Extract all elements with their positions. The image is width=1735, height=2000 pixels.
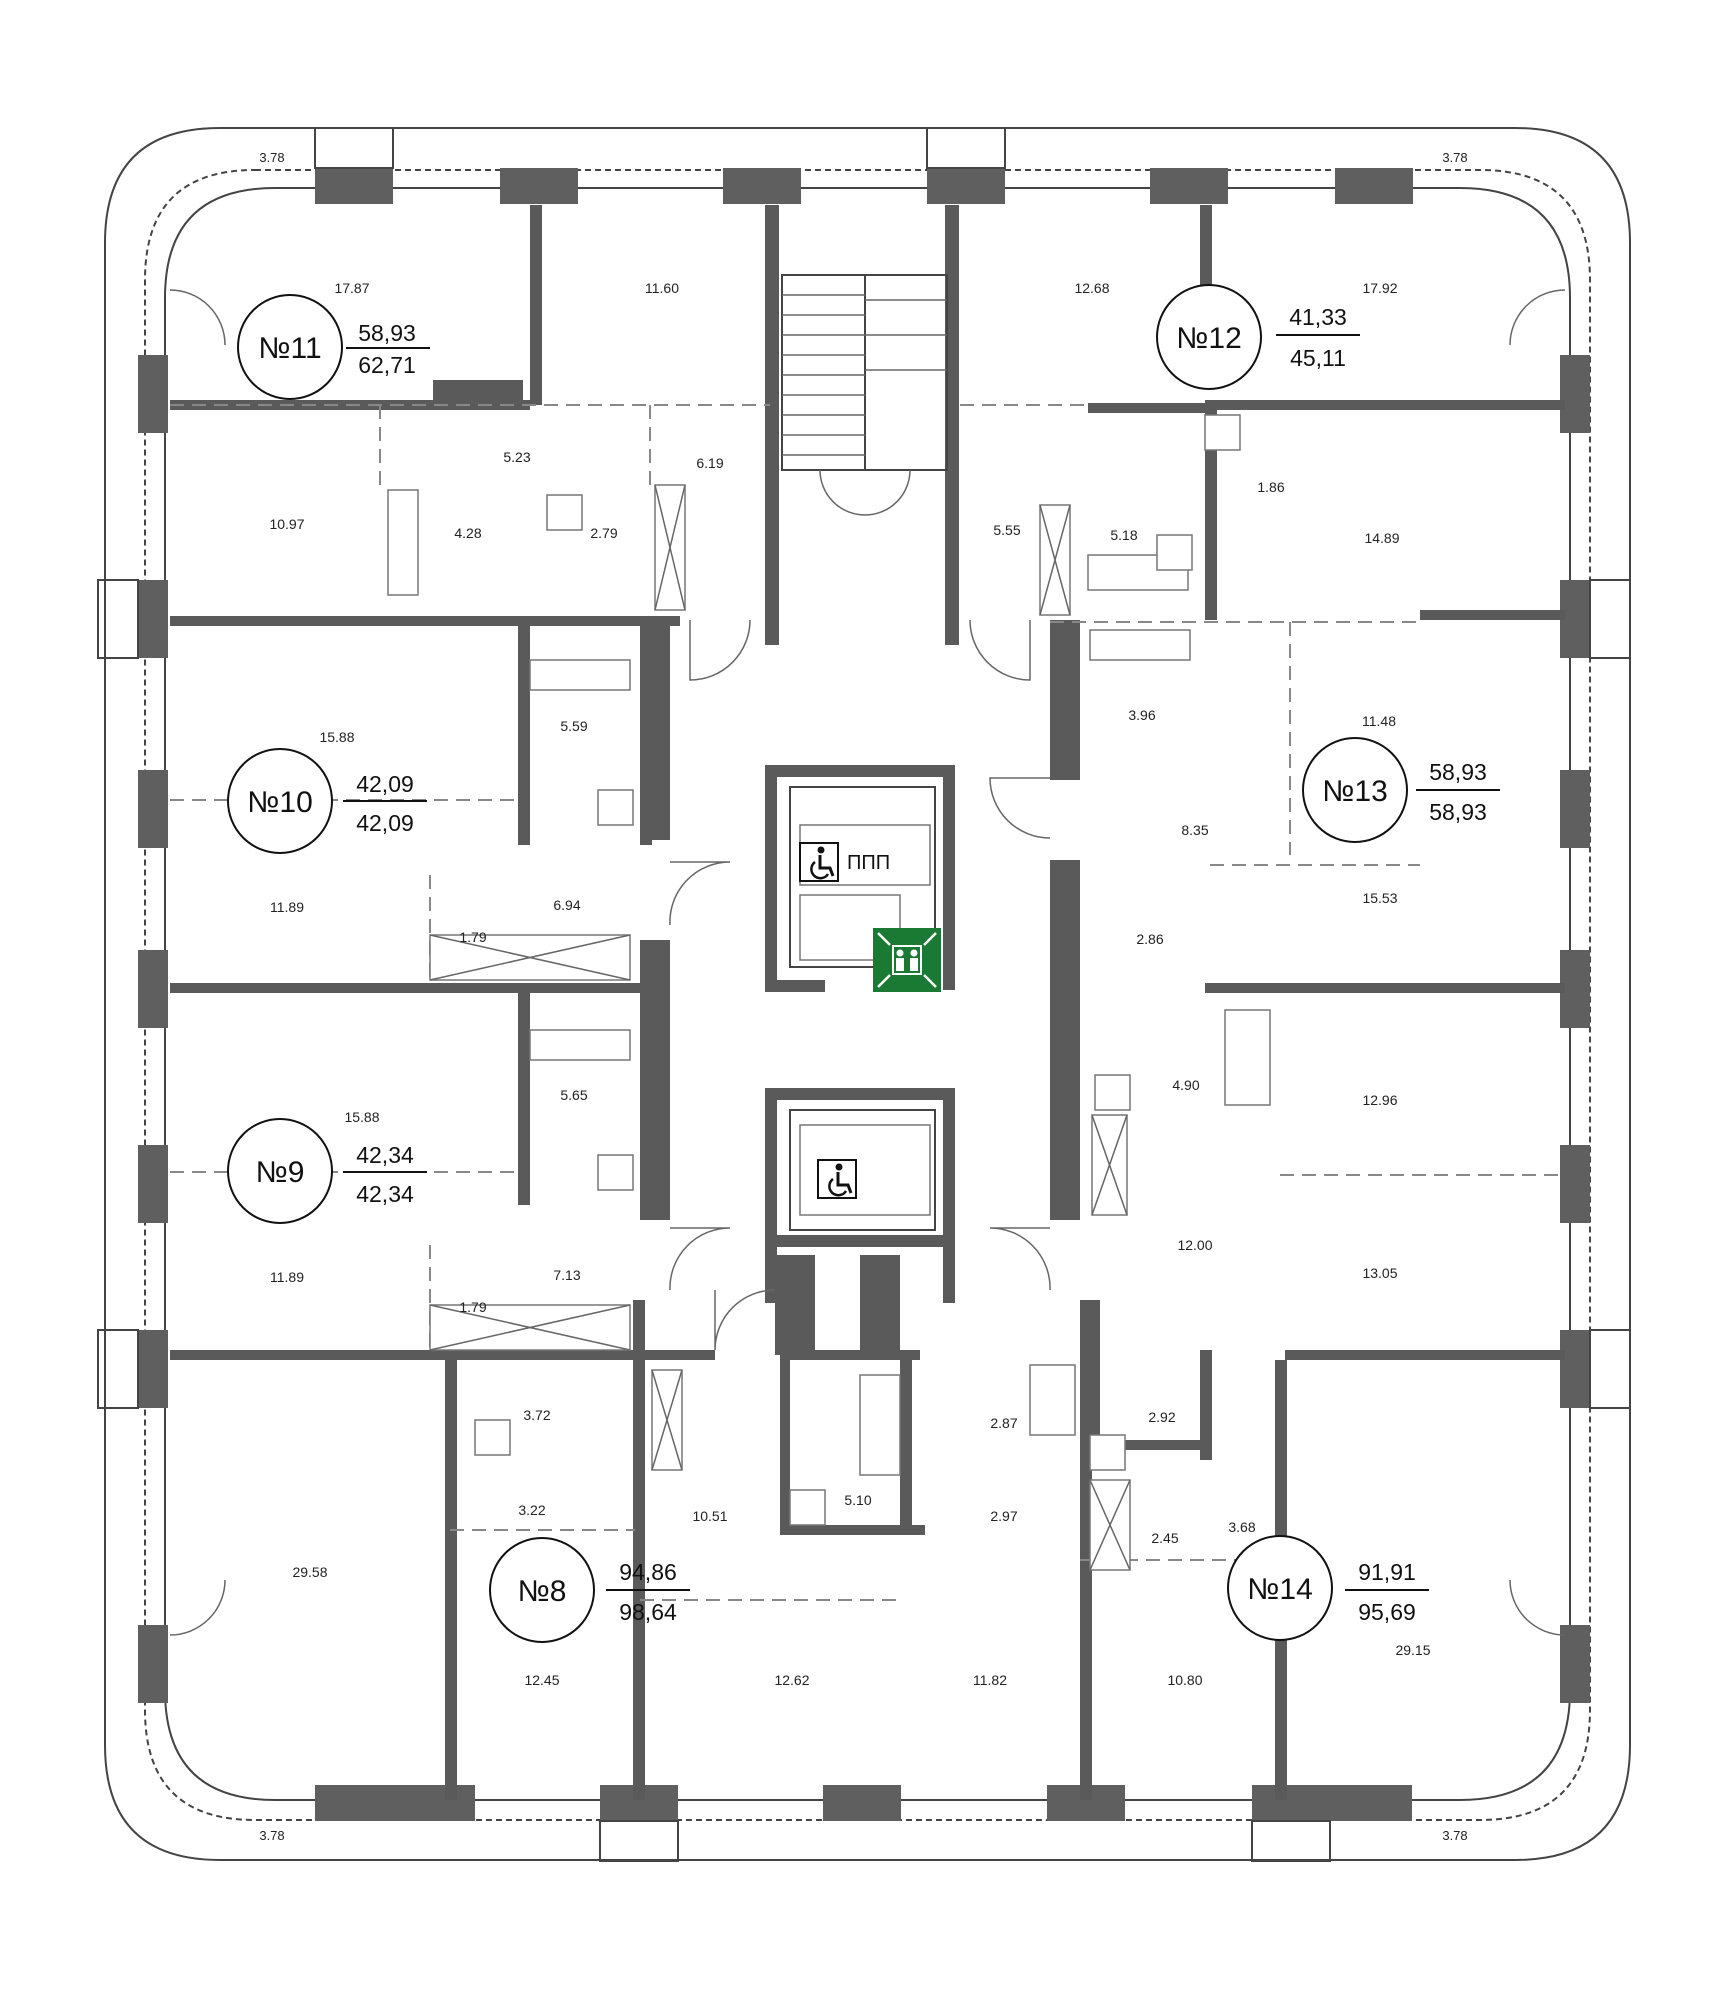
lift-core-lower <box>789 1109 936 1231</box>
apartment-area-total: 95,69 <box>1358 1599 1416 1625</box>
room-area: 6.19 <box>696 455 723 471</box>
room-area: 2.79 <box>590 525 617 541</box>
room-area: 12.00 <box>1177 1237 1212 1253</box>
room-area: 29.58 <box>292 1564 327 1580</box>
lift-label: ППП <box>847 852 890 874</box>
room-area: 3.68 <box>1228 1519 1255 1535</box>
room-area: 8.35 <box>1181 822 1208 838</box>
corner-dim-bottom-left: 3.78 <box>259 1828 284 1843</box>
apartment-badge-8: №8 94,86 98,64 <box>489 1537 690 1643</box>
apartment-badge-13: №13 58,93 58,93 <box>1302 737 1500 843</box>
room-area: 10.51 <box>692 1508 727 1524</box>
apartment-area-living: 94,86 <box>619 1559 677 1585</box>
apartment-number: №12 <box>1176 322 1242 355</box>
apartment-badge-10: №10 42,09 42,09 <box>227 748 427 854</box>
room-area: 11.89 <box>270 899 304 915</box>
wheelchair-icon <box>817 1159 857 1199</box>
room-area: 5.65 <box>560 1087 587 1103</box>
apartment-area-living: 42,34 <box>356 1142 414 1168</box>
room-area: 1.79 <box>459 929 486 945</box>
evacuation-assembly-icon <box>873 928 941 992</box>
corner-dim-top-left: 3.78 <box>259 150 284 165</box>
building-outline <box>104 127 1631 1861</box>
apartment-area-living: 42,09 <box>356 771 414 797</box>
room-area: 17.87 <box>334 280 369 296</box>
corner-dim-bottom-right: 3.78 <box>1442 1828 1467 1843</box>
apartment-area-total: 58,93 <box>1429 799 1487 825</box>
room-area: 7.13 <box>553 1267 580 1283</box>
room-area: 11.48 <box>1362 713 1396 729</box>
apartment-area-living: 58,93 <box>358 320 416 346</box>
room-area: 12.68 <box>1074 280 1109 296</box>
wheelchair-icon <box>799 842 839 882</box>
apartment-area-total: 45,11 <box>1290 345 1346 371</box>
apartment-area-total: 62,71 <box>358 352 416 378</box>
room-area-labels: 17.87 11.60 12.68 17.92 5.23 6.19 10.97 … <box>269 280 1430 1688</box>
room-area: 5.55 <box>993 522 1020 538</box>
apartment-badge-14: №14 91,91 95,69 <box>1227 1535 1429 1641</box>
room-area: 2.97 <box>990 1508 1017 1524</box>
room-area: 4.28 <box>454 525 481 541</box>
room-area: 5.10 <box>844 1492 871 1508</box>
corner-dimensions: 3.78 3.78 3.78 3.78 <box>259 150 1467 1843</box>
apartment-number: №9 <box>256 1156 305 1189</box>
room-area: 15.88 <box>319 729 354 745</box>
room-area: 2.86 <box>1136 931 1163 947</box>
wardrobes <box>429 484 1131 1571</box>
room-area: 1.86 <box>1257 479 1284 495</box>
room-area: 5.23 <box>503 449 530 465</box>
room-area: 10.80 <box>1167 1672 1202 1688</box>
apartment-number: №8 <box>518 1575 567 1608</box>
apartment-area-total: 98,64 <box>619 1599 677 1625</box>
room-area: 12.45 <box>524 1672 559 1688</box>
room-area: 14.89 <box>1364 530 1399 546</box>
room-area: 15.88 <box>344 1109 379 1125</box>
apartment-area-living: 41,33 <box>1289 304 1347 330</box>
room-area: 1.79 <box>459 1299 486 1315</box>
room-area: 13.05 <box>1362 1265 1397 1281</box>
room-area: 12.62 <box>774 1672 809 1688</box>
apartment-number: №11 <box>258 332 321 365</box>
apartment-number: №10 <box>247 786 313 819</box>
room-area: 29.15 <box>1395 1642 1430 1658</box>
door-swings <box>169 289 1566 1636</box>
room-area: 6.94 <box>553 897 580 913</box>
room-area: 11.60 <box>645 280 679 296</box>
room-area: 12.96 <box>1362 1092 1397 1108</box>
apartment-badge-12: №12 41,33 45,11 <box>1156 284 1360 390</box>
room-area: 5.18 <box>1110 527 1137 543</box>
room-area: 3.22 <box>518 1502 545 1518</box>
apartment-area-total: 42,09 <box>356 810 414 836</box>
room-area: 11.82 <box>973 1672 1007 1688</box>
room-area: 2.87 <box>990 1415 1017 1431</box>
staircase <box>781 274 948 516</box>
bathroom-fixtures <box>387 414 1271 1526</box>
apartment-area-living: 58,93 <box>1429 759 1487 785</box>
apartment-badge-9: №9 42,34 42,34 <box>227 1118 427 1224</box>
room-area: 3.72 <box>523 1407 550 1423</box>
apartment-number: №14 <box>1247 1573 1313 1606</box>
room-area: 10.97 <box>269 516 304 532</box>
corner-dim-top-right: 3.78 <box>1442 150 1467 165</box>
apartment-number: №13 <box>1322 775 1388 808</box>
apartment-area-total: 42,34 <box>356 1181 414 1207</box>
room-area: 17.92 <box>1362 280 1397 296</box>
room-area: 2.45 <box>1151 1530 1178 1546</box>
room-area: 4.90 <box>1172 1077 1199 1093</box>
apartment-badge-11: №11 58,93 62,71 <box>237 294 430 400</box>
room-area: 3.96 <box>1128 707 1155 723</box>
room-area: 15.53 <box>1362 890 1397 906</box>
room-area: 11.89 <box>270 1269 304 1285</box>
room-area: 2.92 <box>1148 1409 1175 1425</box>
interior-walls <box>170 205 1565 1800</box>
apartment-area-living: 91,91 <box>1358 1559 1416 1585</box>
room-area: 5.59 <box>560 718 587 734</box>
